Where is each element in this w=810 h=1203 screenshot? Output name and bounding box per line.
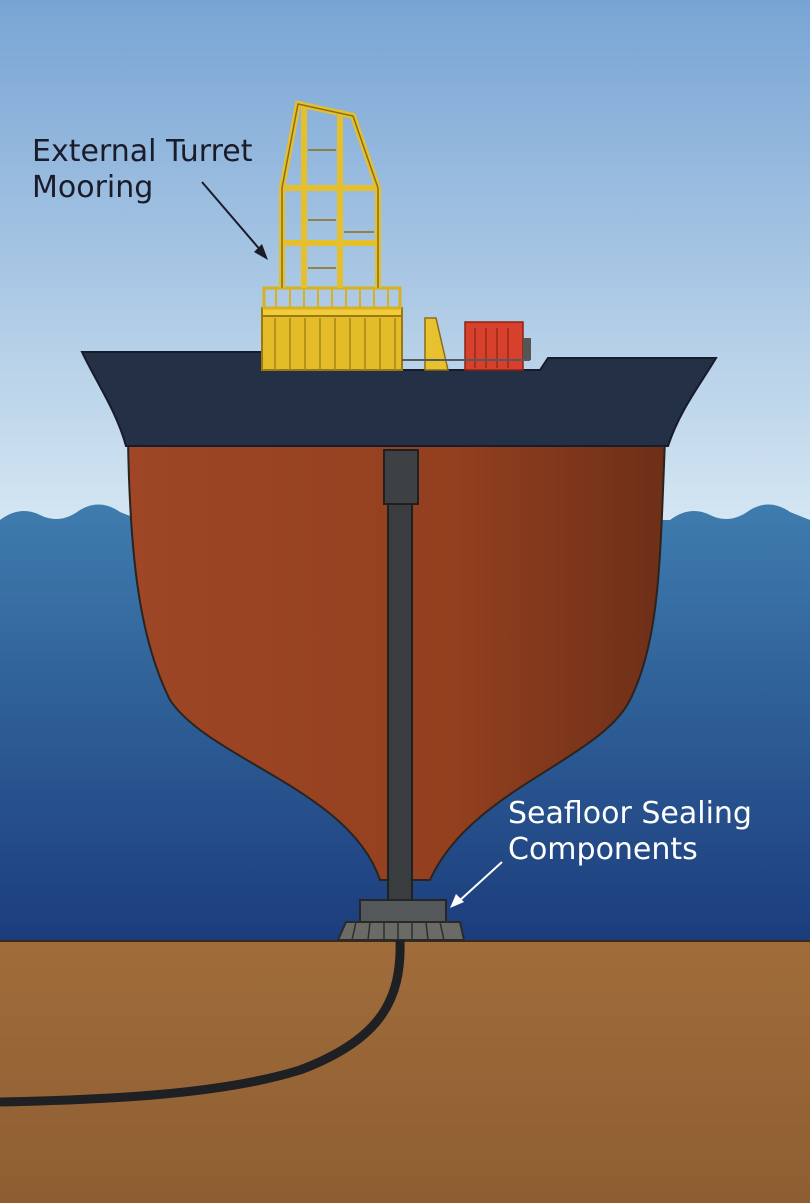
external-turret-label: External Turret Mooring — [32, 134, 253, 206]
external-turret-mooring — [261, 100, 403, 371]
seabed-cable — [0, 939, 405, 1107]
seafloor-sealing-label-line2: Components — [508, 832, 698, 867]
deck-fin — [424, 317, 449, 371]
seafloor-sealing-label: Seafloor Sealing Components — [508, 796, 752, 868]
seabed — [0, 940, 810, 1203]
ship-deck — [80, 351, 718, 447]
seafloor-sealing-components — [336, 899, 466, 941]
seafloor-sealing-label-line1: Seafloor Sealing — [508, 796, 752, 831]
sealing-arrow-icon — [450, 861, 503, 908]
external-turret-label-line1: External Turret — [32, 134, 253, 169]
external-turret-label-line2: Mooring — [32, 170, 154, 205]
turret-arrow-icon — [201, 181, 268, 260]
deck-container — [464, 321, 531, 371]
riser-pipe — [383, 449, 419, 905]
